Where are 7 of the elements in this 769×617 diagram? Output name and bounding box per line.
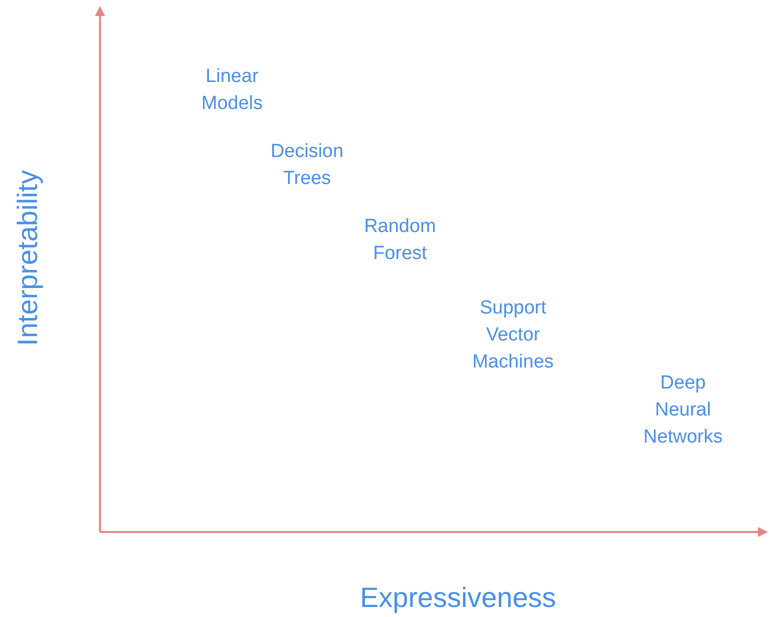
model-label: Deep Neural Networks bbox=[642, 372, 724, 450]
model-label: Support Vector Machines bbox=[471, 296, 555, 374]
model-label: Decision Trees bbox=[270, 140, 344, 191]
axis-title: Interpretability bbox=[12, 170, 44, 346]
model-label: Linear Models bbox=[200, 65, 264, 116]
axis-title: Expressiveness bbox=[360, 582, 556, 614]
model-label: Random Forest bbox=[363, 215, 437, 266]
